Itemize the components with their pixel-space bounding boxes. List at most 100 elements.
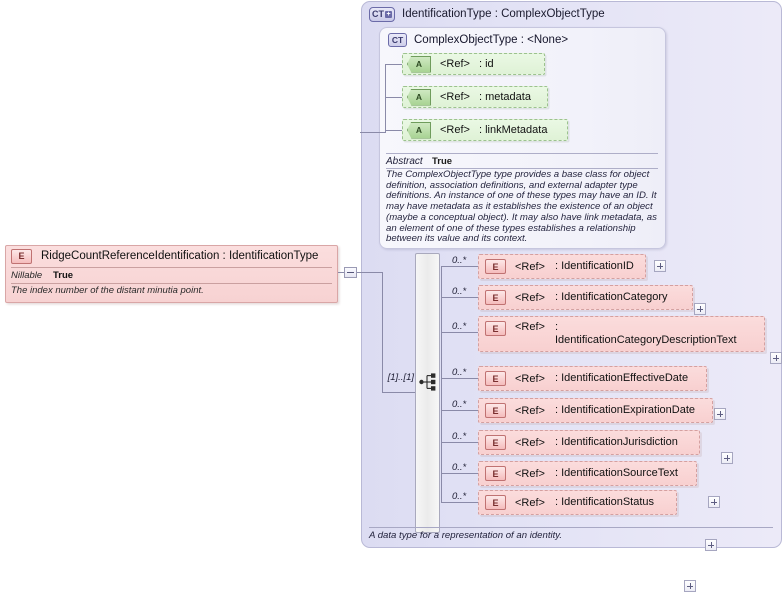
minus-icon xyxy=(347,272,354,273)
element-expand-icon[interactable] xyxy=(654,260,666,272)
root-element-separator-2 xyxy=(11,283,332,284)
element-icon: E xyxy=(485,321,506,336)
child-branch-line xyxy=(441,297,478,298)
element-name: : IdentificationSourceText xyxy=(554,467,678,480)
nillable-value: True xyxy=(53,270,74,281)
element-ref: <Ref> xyxy=(515,372,545,385)
element-expand-icon[interactable] xyxy=(694,303,706,315)
abstract-separator xyxy=(386,153,658,154)
element-icon: E xyxy=(485,403,506,418)
element-ref: <Ref> xyxy=(515,260,545,273)
child-occurrence: 0..* xyxy=(452,462,467,473)
child-element-row[interactable]: E <Ref> : IdentificationStatus xyxy=(478,490,677,515)
child-occurrence: 0..* xyxy=(452,286,467,297)
element-icon: E xyxy=(485,290,506,305)
element-name: : IdentificationCategoryDescriptionText xyxy=(554,321,737,346)
child-branch-line xyxy=(441,378,478,379)
base-type-title: ComplexObjectType : <None> xyxy=(414,34,569,46)
element-icon: E xyxy=(485,371,506,386)
child-branch-line xyxy=(441,332,478,333)
child-branch-line xyxy=(441,502,478,503)
attribute-icon: A xyxy=(407,121,431,139)
attribute-row[interactable]: A <Ref> : linkMetadata xyxy=(402,119,568,141)
element-icon: E xyxy=(11,248,32,264)
element-name: : IdentificationExpirationDate xyxy=(554,404,695,417)
abstract-row: Abstract True xyxy=(386,155,658,167)
child-branch-line xyxy=(441,410,478,411)
child-branch-line xyxy=(441,442,478,443)
child-occurrence: 0..* xyxy=(452,491,467,502)
complex-type-title: IdentificationType : ComplexObjectType xyxy=(402,8,605,20)
child-element-row[interactable]: E <Ref> : IdentificationCategoryDescript… xyxy=(478,316,765,352)
sequence-occurrence-label: [1]..[1] xyxy=(387,372,414,383)
child-occurrence: 0..* xyxy=(452,367,467,378)
root-element-title: RidgeCountReferenceIdentification : Iden… xyxy=(41,250,319,262)
element-ref: <Ref> xyxy=(515,321,545,333)
element-icon: E xyxy=(485,495,506,510)
root-to-toggle-line xyxy=(338,272,344,273)
toggle-to-panel-line xyxy=(357,272,382,273)
element-ref: <Ref> xyxy=(515,467,545,480)
attribute-name: : metadata xyxy=(478,91,531,103)
collapse-toggle[interactable] xyxy=(344,267,357,278)
nillable-label: Nillable xyxy=(11,270,43,281)
spine-to-sequence-line xyxy=(382,392,416,393)
element-expand-icon[interactable] xyxy=(721,452,733,464)
sequence-bar[interactable] xyxy=(415,253,440,533)
abstract-label: Abstract xyxy=(386,155,423,167)
attr-tree-branch-3 xyxy=(385,130,402,131)
attribute-row[interactable]: A <Ref> : metadata xyxy=(402,86,548,108)
child-occurrence: 0..* xyxy=(452,431,467,442)
element-expand-icon[interactable] xyxy=(708,496,720,508)
child-tree-trunk xyxy=(441,266,442,502)
abstract-value: True xyxy=(432,155,453,167)
attr-tree-inlet xyxy=(360,132,386,133)
child-occurrence: 0..* xyxy=(452,321,467,332)
complex-type-icon-label: CT xyxy=(372,9,384,19)
element-ref: <Ref> xyxy=(515,404,545,417)
base-type-icon-label: CT xyxy=(391,35,404,45)
element-icon: E xyxy=(485,435,506,450)
attr-tree-branch-1 xyxy=(385,64,402,65)
element-expand-icon[interactable] xyxy=(684,580,696,592)
sequence-compositor-icon[interactable] xyxy=(419,372,439,392)
root-element-separator-1 xyxy=(11,267,332,268)
complex-type-header: CT+ IdentificationType : ComplexObjectTy… xyxy=(369,4,769,24)
schema-diagram-canvas: CT+ IdentificationType : ComplexObjectTy… xyxy=(5,1,782,592)
attr-tree-trunk xyxy=(385,64,386,132)
element-ref: <Ref> xyxy=(515,496,545,509)
base-type-header: CT ComplexObjectType : <None> xyxy=(388,31,658,49)
element-ref: <Ref> xyxy=(515,436,545,449)
child-element-row[interactable]: E <Ref> : IdentificationCategory xyxy=(478,285,693,310)
element-name: : IdentificationID xyxy=(554,260,634,273)
attribute-row[interactable]: A <Ref> : id xyxy=(402,53,545,75)
element-name: : IdentificationStatus xyxy=(554,496,655,509)
child-element-row[interactable]: E <Ref> : IdentificationJurisdiction xyxy=(478,430,700,455)
child-element-row[interactable]: E <Ref> : IdentificationExpirationDate xyxy=(478,398,713,423)
child-element-row[interactable]: E <Ref> : IdentificationID xyxy=(478,254,646,279)
root-element-header: E RidgeCountReferenceIdentification : Id… xyxy=(5,245,338,267)
base-type-icon[interactable]: CT xyxy=(388,33,407,47)
element-name: : IdentificationCategory xyxy=(554,291,668,304)
element-icon: E xyxy=(485,259,506,274)
child-occurrence: 0..* xyxy=(452,399,467,410)
base-type-documentation: The ComplexObjectType type provides a ba… xyxy=(386,169,657,245)
child-element-row[interactable]: E <Ref> : IdentificationSourceText xyxy=(478,461,697,486)
attribute-ref: <Ref> xyxy=(440,91,470,103)
element-expand-icon[interactable] xyxy=(770,352,782,364)
nillable-row: Nillable True xyxy=(11,269,332,282)
attribute-icon: A xyxy=(407,55,431,73)
child-occurrence: 0..* xyxy=(452,255,467,266)
attribute-name: : id xyxy=(478,58,494,70)
root-element-box[interactable] xyxy=(5,245,338,303)
expand-plus-icon[interactable]: + xyxy=(385,10,392,18)
complex-type-icon[interactable]: CT+ xyxy=(369,6,395,22)
element-icon: E xyxy=(485,466,506,481)
child-element-row[interactable]: E <Ref> : IdentificationEffectiveDate xyxy=(478,366,707,391)
attribute-ref: <Ref> xyxy=(440,58,470,70)
abstract-separator-2 xyxy=(386,168,658,169)
panel-documentation: A data type for a representation of an i… xyxy=(369,530,563,541)
element-ref: <Ref> xyxy=(515,291,545,304)
child-branch-line xyxy=(441,266,478,267)
element-expand-icon[interactable] xyxy=(714,408,726,420)
